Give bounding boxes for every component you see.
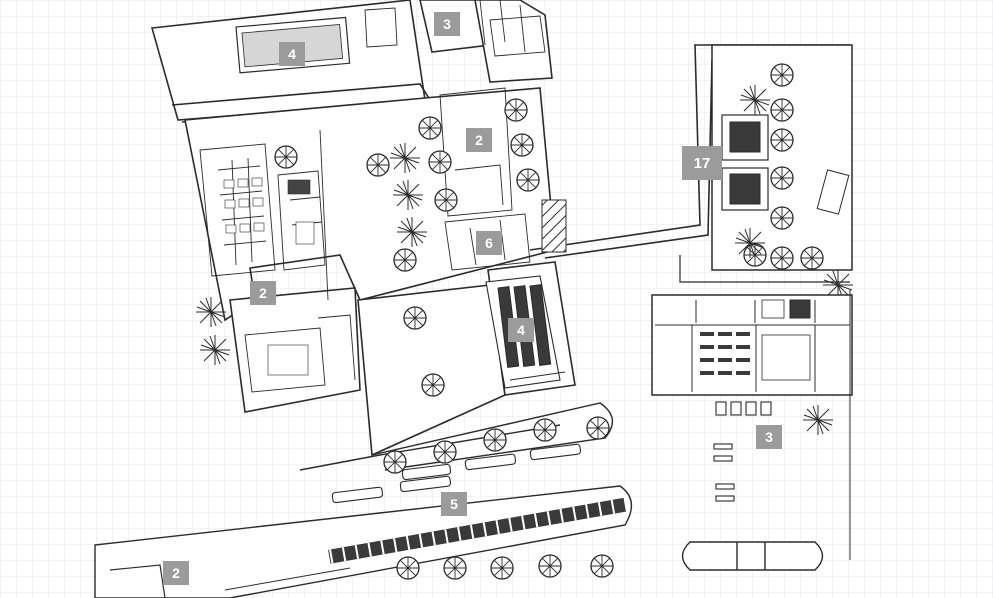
shrub-east-field	[802, 404, 834, 436]
long-parking-row	[328, 497, 626, 564]
lane-line	[224, 567, 351, 591]
interior-walls	[199, 0, 546, 393]
label-parking: 5	[450, 496, 458, 512]
furniture-west	[223, 177, 315, 376]
label-north-wing: 3	[443, 16, 451, 32]
label-south-west: 2	[172, 565, 180, 581]
corner-curb	[109, 564, 166, 598]
car-bays	[331, 443, 582, 504]
label-courtyard-east: 2	[475, 132, 483, 148]
east-building	[651, 255, 853, 396]
label-long-hall: 4	[517, 322, 525, 338]
label-east-field: 3	[765, 429, 773, 445]
label-central-block: 6	[485, 235, 493, 251]
label-annex: 17	[693, 154, 711, 172]
annex-block	[711, 44, 853, 271]
parking-stalls-east	[713, 401, 772, 502]
label-west-wing: 2	[259, 285, 267, 301]
bus-bay	[681, 541, 824, 571]
label-pool: 4	[288, 46, 296, 62]
shrub-annex-a	[739, 84, 771, 116]
hatched-area	[541, 199, 567, 253]
shrub-annex-b	[734, 227, 766, 259]
label-boxes	[163, 12, 782, 585]
